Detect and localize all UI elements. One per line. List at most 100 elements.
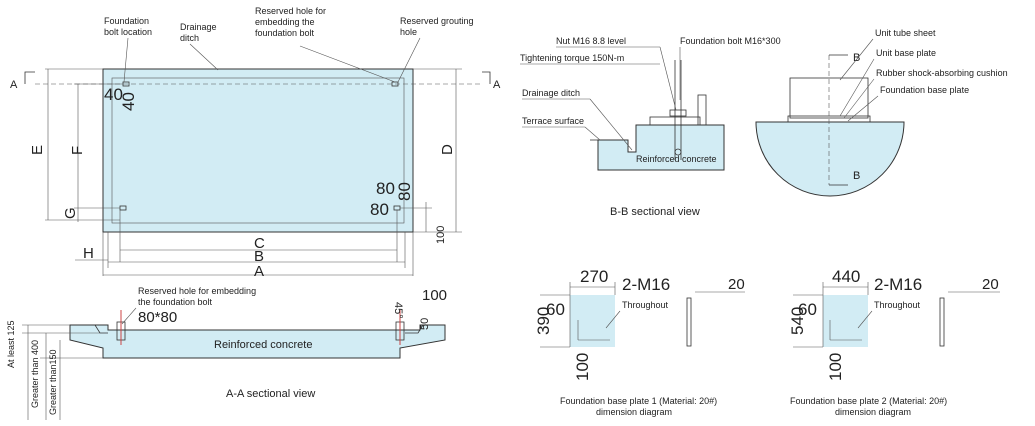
section-bb-unit: B B Unit tube sheet Unit base plate Rubb… — [610, 28, 1008, 218]
bb-bolt-label: Foundation bolt M16*300 — [680, 36, 781, 46]
dim-c: C — [254, 235, 265, 252]
leader-line — [189, 43, 219, 71]
bb-concrete-label: Reinforced concrete — [636, 154, 717, 164]
plate2-holes: 2-M16 — [874, 275, 922, 294]
plate1-width: 270 — [580, 267, 608, 286]
section-aa: Reinforced concrete Reserved hole for em… — [6, 286, 447, 420]
leader-line — [299, 45, 396, 83]
label-grouting-hole: Reserved grouting — [400, 16, 474, 26]
dim-100: 100 — [435, 226, 447, 244]
plan-view: Foundation bolt location Drainage ditch … — [10, 6, 501, 280]
plate2-through: Throughout — [874, 300, 921, 310]
bb-angle — [697, 94, 707, 126]
section-bb-detail: Reinforced concrete Nut M16 8.8 level Fo… — [520, 36, 781, 171]
bb-unit-foundation — [755, 121, 905, 197]
section-mark — [24, 71, 35, 84]
leader-line — [839, 58, 875, 117]
leader-line — [123, 37, 129, 83]
aa-dim-100: 100 — [422, 287, 447, 304]
label-foundation-bolt: Foundation — [104, 16, 149, 26]
dim-80: 80 — [376, 179, 395, 198]
bb-nut — [669, 109, 687, 117]
aa-dim-80x80: 80*80 — [138, 309, 177, 326]
leader-line — [843, 78, 875, 119]
aa-concrete-body — [69, 324, 446, 359]
section-mark — [482, 71, 491, 84]
label-grouting-hole: hole — [400, 27, 417, 37]
plate1-thickness: 20 — [728, 276, 745, 293]
bb-found-plate-label: Foundation base plate — [880, 85, 969, 95]
bb-drainage-label: Drainage ditch — [522, 88, 580, 98]
label-reserved-hole: Reserved hole for — [255, 6, 326, 16]
plate1-through: Throughout — [622, 300, 669, 310]
plate2-bottom: 100 — [826, 353, 845, 381]
label-reserved-hole: embedding the — [255, 17, 315, 27]
plate1-caption: Foundation base plate 1 (Material: 20#) — [560, 396, 717, 406]
aa-reserved-label: the foundation bolt — [138, 297, 213, 307]
label-drainage: Drainage — [180, 22, 217, 32]
foundation-slab — [102, 68, 414, 233]
label-drainage: ditch — [180, 33, 199, 43]
plate1-bottom: 100 — [573, 353, 592, 381]
bb-concrete-body — [597, 124, 725, 171]
dim-d: D — [439, 144, 456, 155]
dim-h: H — [83, 245, 94, 262]
leader-line — [839, 38, 874, 81]
plate2-caption: dimension diagram — [835, 407, 911, 417]
dim-a: A — [254, 263, 264, 280]
plate2-caption: Foundation base plate 2 (Material: 20#) — [790, 396, 947, 406]
section-mark-label: A — [493, 79, 501, 91]
leader-line — [121, 307, 137, 325]
aa-greater-150: Greater than150 — [48, 349, 58, 415]
leader-line — [857, 310, 873, 329]
plate2-side — [939, 297, 945, 347]
plate-2: 440 540 60 100 2-M16 Throughout 20 Found… — [788, 267, 1000, 417]
bb-torque-label: Tightening torque 150N-m — [520, 53, 624, 63]
plate2-width: 440 — [832, 267, 860, 286]
section-mark-label: B — [853, 170, 860, 182]
dim-f: F — [69, 146, 86, 155]
leader-line — [659, 46, 677, 111]
plate1-hole-offset: 60 — [546, 300, 565, 319]
aa-ditch-right — [405, 324, 445, 334]
plate1-caption: dimension diagram — [596, 407, 672, 417]
bb-rubber-label: Rubber shock-absorbing cushion — [876, 68, 1008, 78]
bb-tube-sheet-label: Unit tube sheet — [875, 28, 936, 38]
dim-b: B — [254, 248, 264, 265]
dim-80: 80 — [370, 200, 389, 219]
bb-unit-body — [789, 77, 869, 119]
aa-reserved-label: Reserved hole for embedding — [138, 286, 256, 296]
aa-at-least: At least 125 — [6, 320, 16, 368]
section-mark-label: B — [853, 52, 860, 64]
drainage-ditch-outline — [111, 77, 405, 224]
dim-80: 80 — [395, 182, 414, 201]
bb-caption: B-B sectional view — [610, 206, 700, 218]
plate1-side — [686, 297, 692, 347]
plate2-hole-offset: 60 — [798, 300, 817, 319]
plate1-height: 390 — [534, 307, 553, 335]
label-foundation-bolt: bolt location — [104, 27, 152, 37]
bb-terrace-label: Terrace surface — [522, 116, 584, 126]
bb-nut-label: Nut M16 8.8 level — [556, 36, 626, 46]
aa-dim-45: 45° — [392, 302, 404, 319]
aa-dim-50: 50 — [419, 318, 431, 330]
aa-greater-400: Greater than 400 — [30, 340, 40, 408]
dim-40: 40 — [104, 85, 123, 104]
plate1-holes: 2-M16 — [622, 275, 670, 294]
section-mark-label: A — [10, 79, 18, 91]
aa-concrete-label: Reinforced concrete — [214, 339, 312, 351]
leader-line — [584, 126, 601, 141]
plate2-height: 540 — [788, 307, 807, 335]
plate2-body — [823, 295, 868, 347]
dim-g: G — [62, 207, 79, 219]
leader-line — [397, 37, 421, 83]
aa-ditch-left — [70, 324, 108, 334]
plate-1: 270 390 60 100 2-M16 Throughout 20 Found… — [534, 267, 745, 417]
label-reserved-hole: foundation bolt — [255, 28, 315, 38]
leader-line — [589, 98, 633, 151]
dim-e: E — [29, 145, 46, 155]
leader-line — [605, 310, 621, 329]
bb-bolt-hook — [674, 148, 682, 156]
leader-line — [847, 95, 879, 122]
